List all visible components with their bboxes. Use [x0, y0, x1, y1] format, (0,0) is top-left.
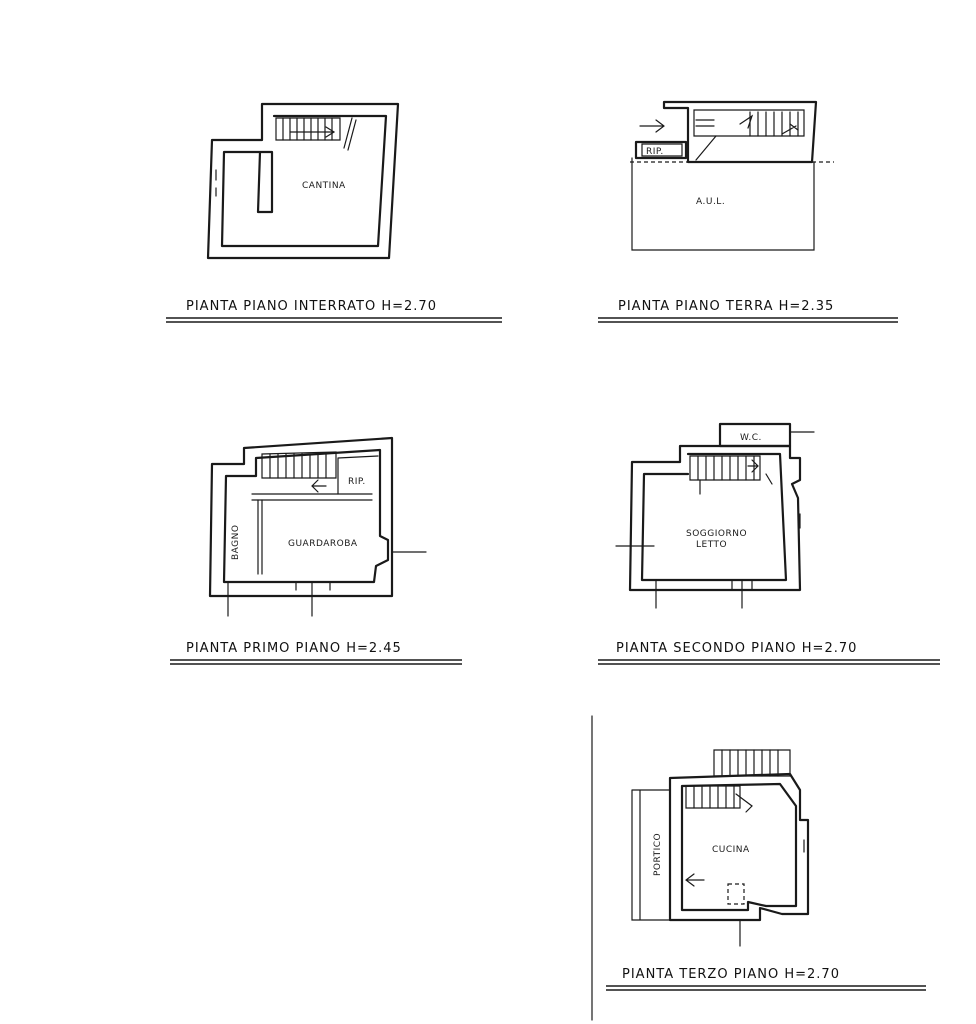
- room-label-cantina: CANTINA: [302, 181, 346, 191]
- room-label-guardaroba: GUARDAROBA: [288, 539, 358, 549]
- plan-interrato: CANTINA PIANTA PIANO INTERRATO H=2.70: [166, 102, 502, 323]
- room-label-rip-primo: RIP.: [348, 477, 366, 487]
- room-label-bagno: BAGNO: [231, 525, 241, 560]
- plan-title-terra: PIANTA PIANO TERRA H=2.35: [618, 299, 834, 314]
- room-label-wc: W.C.: [740, 433, 762, 443]
- room-label-portico: PORTICO: [653, 833, 663, 876]
- room-label-rip-terra: RIP.: [646, 147, 664, 157]
- plan-title-interrato: PIANTA PIANO INTERRATO H=2.70: [186, 299, 437, 314]
- plan-secondo: W.C. SOGGIORNO LETTO PIANTA SECONDO PIAN…: [598, 422, 940, 665]
- plan-title-secondo: PIANTA SECONDO PIANO H=2.70: [616, 641, 857, 656]
- room-label-cucina: CUCINA: [712, 845, 750, 855]
- plan-terzo: PORTICO CUCINA PIANTA TERZO PIANO H=2.70: [591, 715, 926, 1021]
- plan-title-terzo: PIANTA TERZO PIANO H=2.70: [622, 967, 840, 982]
- room-label-letto: LETTO: [696, 540, 727, 550]
- plan-primo: BAGNO GUARDAROBA RIP. PIANTA PRIMO PIANO…: [170, 436, 462, 665]
- plan-terra: RIP. A.U.L. PIANTA PIANO TERRA H=2.35: [598, 100, 898, 323]
- room-label-soggiorno: SOGGIORNO: [686, 529, 747, 539]
- room-label-aul: A.U.L.: [696, 197, 725, 207]
- plan-title-primo: PIANTA PRIMO PIANO H=2.45: [186, 641, 402, 656]
